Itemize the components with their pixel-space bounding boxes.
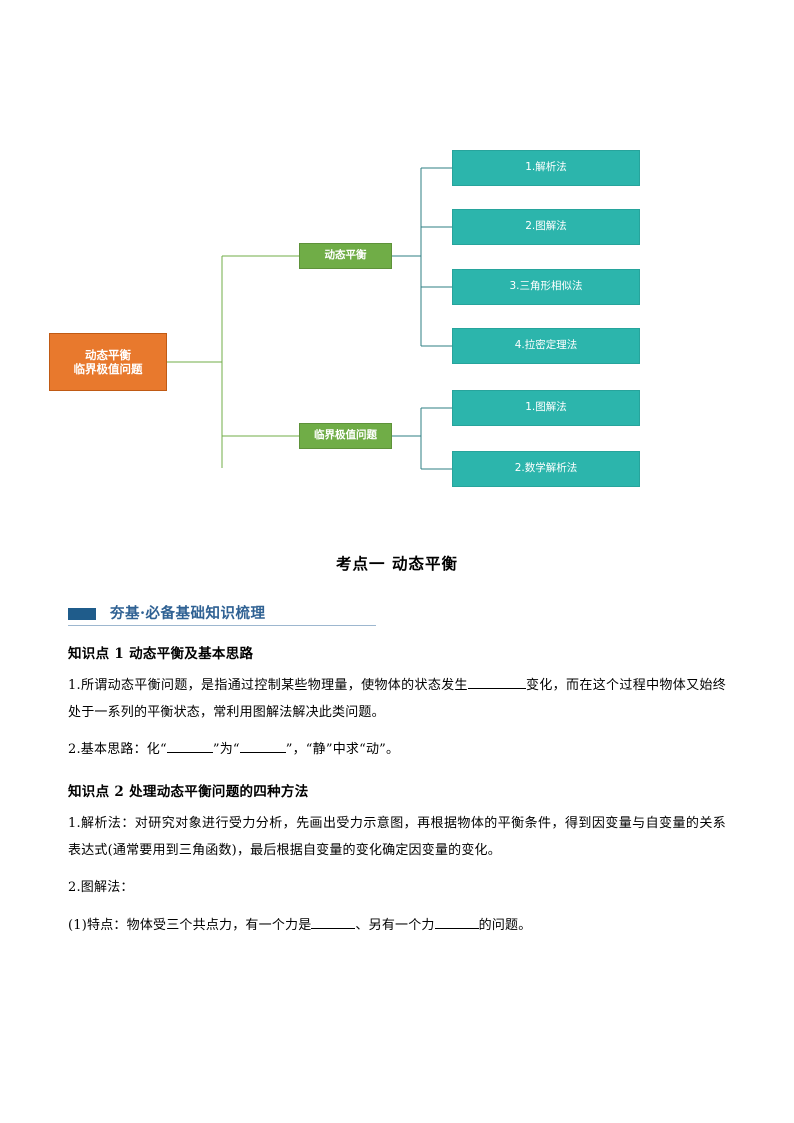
mindmap-leaf-5: 1.图解法 (452, 390, 640, 426)
kp1-item1-prefix: 1.所谓动态平衡问题，是指通过控制某些物理量，使物体的状态发生 (68, 678, 468, 693)
section-banner-label: 夯基·必备基础知识梳理 (110, 605, 266, 622)
banner-flag-icon (68, 608, 96, 620)
section-banner: 夯基·必备基础知识梳理 (68, 602, 376, 626)
mindmap-root-line2: 临界极值问题 (73, 362, 143, 376)
document-body: 考点一 动态平衡 夯基·必备基础知识梳理 知识点 1 动态平衡及基本思路 1.所… (0, 540, 794, 939)
mindmap-leaf-1: 1.解析法 (452, 150, 640, 186)
knowledge-point-1-item-1: 1.所谓动态平衡问题，是指通过控制某些物理量，使物体的状态发生变化，而在这个过程… (68, 673, 726, 726)
mindmap-branch-critical-extremum: 临界极值问题 (299, 423, 392, 449)
fill-blank[interactable] (166, 752, 213, 754)
knowledge-point-2-item-3: (1)特点：物体受三个共点力，有一个力是 、另有一个力 的问题。 (68, 913, 726, 940)
knowledge-point-1-item-2: 2.基本思路：化“ ”为“ ”，“静”中求“动”。 (68, 737, 726, 764)
mind-map-diagram: 动态平衡 临界极值问题 动态平衡 临界极值问题 1.解析法 2.图解法 3.三角… (0, 0, 794, 520)
mindmap-leaf-3: 3.三角形相似法 (452, 269, 640, 305)
fill-blank[interactable] (239, 752, 286, 754)
mindmap-leaf-6: 2.数学解析法 (452, 451, 640, 487)
mindmap-root-node: 动态平衡 临界极值问题 (49, 333, 167, 391)
kp1-item2-seg1: 2.基本思路：化“ (68, 742, 167, 758)
kp1-item1-suffix: 变化，而在这个过程中物体又始终处于一系列的平衡状态，常利用图解法解决此类问题。 (68, 678, 726, 720)
page-title: 考点一 动态平衡 (336, 554, 458, 573)
fill-blank[interactable] (434, 927, 479, 929)
mindmap-root-line1: 动态平衡 (85, 347, 131, 362)
knowledge-point-2-item-2: 2.图解法： (68, 880, 134, 896)
banner-divider (68, 625, 376, 626)
mindmap-leaf-4: 4.拉密定理法 (452, 328, 640, 364)
kp1-item2-seg3: ”，“静”中求“动”。 (285, 742, 400, 758)
knowledge-point-2-heading: 知识点 2 处理动态平衡问题的四种方法 (68, 783, 309, 800)
kp2-item3-seg2: 、另有一个力 (355, 917, 435, 933)
kp2-item3-seg1: (1)特点：物体受三个共点力，有一个力是 (68, 917, 312, 933)
knowledge-point-1-heading: 知识点 1 动态平衡及基本思路 (68, 646, 254, 662)
kp1-item2-seg2: ”为“ (212, 742, 240, 758)
knowledge-point-2-item-1: 1.解析法：对研究对象进行受力分析，先画出受力示意图，再根据物体的平衡条件，得到… (68, 815, 726, 858)
mindmap-branch-dynamic-balance: 动态平衡 (299, 243, 392, 269)
fill-blank[interactable] (311, 927, 356, 929)
fill-blank[interactable] (467, 688, 526, 689)
mind-map-connectors (167, 167, 452, 470)
kp2-item3-seg3: 的问题。 (478, 917, 532, 933)
mindmap-leaf-2: 2.图解法 (452, 209, 640, 245)
